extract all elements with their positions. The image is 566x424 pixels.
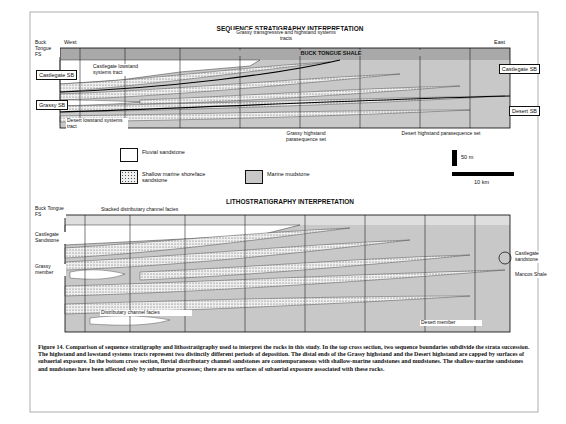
- boundary-text: Castlegate SB: [502, 66, 537, 72]
- legend-text: Marine mudstone: [267, 171, 347, 177]
- stratigraphy-label: 10 km: [474, 179, 489, 185]
- stratigraphy-label: Grassy highstand parasequence set: [270, 131, 342, 143]
- stratigraphy-label: Castlegate Sandstone: [34, 232, 66, 244]
- stratigraphy-label: Grassy member: [34, 264, 66, 276]
- stratigraphy-label: Buck Tongue FS: [34, 40, 60, 57]
- stratigraphy-label: BUCK TONGUE SHALE: [200, 50, 462, 56]
- legend-swatch: [120, 148, 138, 162]
- legend-swatch: [245, 170, 263, 184]
- stratigraphy-label: Distributary channel facies: [100, 310, 192, 316]
- stratigraphy-label: LITHOSTRATIGRAPHY INTERPRETATION: [150, 198, 430, 205]
- boundary-box: Castlegate SB: [499, 64, 540, 74]
- stratigraphy-label: Desert highstand parasequence set: [400, 131, 482, 137]
- stratigraphy-label: Grassy transgressive and highstand syste…: [230, 30, 342, 42]
- stratigraphy-label: East: [494, 39, 505, 45]
- stratigraphy-label: Castlegate sandstone: [514, 251, 552, 263]
- stratigraphy-label: West: [64, 39, 76, 45]
- stratigraphy-label: Buck Tongue FS: [34, 206, 66, 218]
- stratigraphy-label: Mancos Shale: [514, 272, 552, 278]
- boundary-text: Grassy SB: [39, 102, 65, 108]
- stratigraphy-label: Desert lowstand systems tract: [66, 118, 128, 130]
- boundary-text: Castlegate SB: [39, 72, 74, 78]
- stratigraphy-label: 50 m: [461, 154, 473, 160]
- boundary-box: Desert SB: [509, 106, 540, 116]
- figure-caption: Figure 14. Comparison of sequence strati…: [38, 344, 530, 373]
- legend-text: Shallow marine shoreface sandstone: [142, 171, 222, 184]
- boundary-box: Grassy SB: [36, 100, 68, 110]
- stratigraphy-label: Stacked distributary channel facies: [100, 207, 222, 213]
- boundary-text: Desert SB: [512, 108, 537, 114]
- legend-swatch: [120, 170, 138, 184]
- legend-text: Fluvial sandstone: [142, 149, 222, 155]
- boundary-box: Castlegate SB: [36, 70, 77, 80]
- stratigraphy-label: Desert member: [420, 320, 482, 326]
- stratigraphy-label: Castlegate lowstand systems tract: [92, 64, 144, 76]
